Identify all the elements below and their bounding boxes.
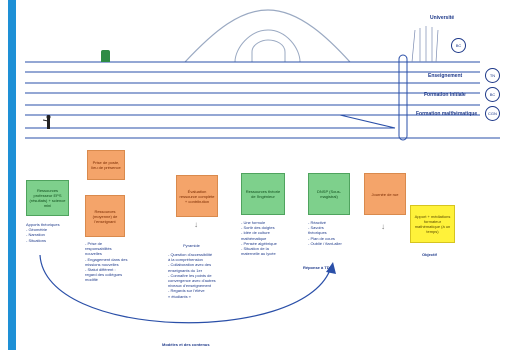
track-circle-formation-initiale: BC [485, 87, 500, 102]
box-prise-de-poste: Prise de poste, lieu de présence [87, 150, 125, 180]
track-label-formation-math: Formation maîthématique [416, 111, 478, 117]
box-dnsp: DNSP (Sous-magistral) [308, 173, 350, 215]
track-circle-formation-math: CGN [485, 106, 500, 121]
text-apports-theoriques: Apports théoriques - Géométrie - Narrati… [26, 222, 60, 243]
text-prise-responsabilites: - Prise de responsabilités nouvelles - E… [85, 241, 128, 283]
text-questions: - Question d'accessibilité à la compréhe… [168, 252, 216, 299]
door-icon [101, 50, 110, 62]
university-circle: BC [451, 38, 466, 53]
track-circle-enseignement: TN [485, 68, 500, 83]
text-reponse-td: Réponse à TD [303, 265, 330, 270]
box-ressources-professeur: Ressources professeur EPS (résultats) + … [26, 180, 69, 216]
text-formule: - Une formule - Sortir des doigtes - Idé… [241, 220, 277, 257]
arrow-down-icon: ↓ [381, 222, 385, 231]
box-evaluation-ressource: Évaluation ressource complète + contribu… [176, 175, 218, 217]
text-pyramide: Pyramide [183, 243, 200, 248]
left-accent-bar [8, 0, 16, 350]
university-label: Université [430, 15, 455, 21]
track-label-enseignement: Enseignement [428, 73, 463, 79]
box-journee: Journée de rue [364, 173, 406, 215]
box-ressources-enseignant: Ressources (moyenne) de l'enseignant [85, 195, 125, 237]
person-icon [43, 115, 51, 129]
track-label-formation-initiale: Formation initiale [424, 92, 466, 98]
arrow-down-icon: ↓ [194, 220, 198, 229]
text-objectif: Objectif [422, 252, 437, 257]
box-ressources-theorie: Ressources théorie de l'ingénieur [241, 173, 285, 215]
box-apport-formateur: Apport + médiations formateur mathématiq… [410, 205, 455, 243]
text-bottom-caption: Modèles et des contenus [162, 342, 210, 347]
text-reactive: - Réactivé - Savoirs théoriques - Plan d… [308, 220, 342, 246]
